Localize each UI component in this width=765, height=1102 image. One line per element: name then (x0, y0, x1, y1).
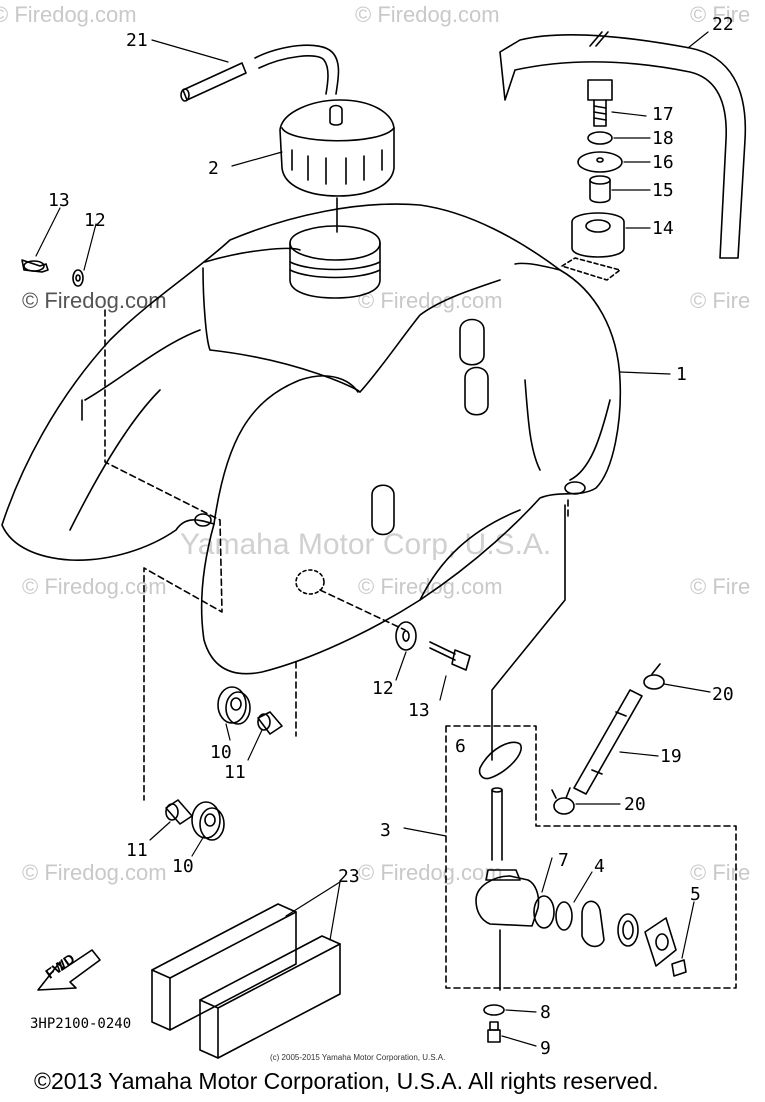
sponges (151, 903, 341, 1059)
watermark: © Fire (690, 574, 751, 599)
fuel-cap (279, 99, 395, 197)
fwd-arrow-icon (37, 949, 101, 991)
strainer (478, 741, 522, 780)
watermark: © Fire (690, 860, 751, 885)
callout-5: 5 (690, 884, 701, 905)
watermark: © Firedog.com (358, 574, 503, 599)
watermark: © Firedog.com (358, 860, 503, 885)
callout-11: 11 (126, 840, 148, 861)
callout-leaders (35, 31, 711, 1047)
callout-20: 20 (712, 684, 734, 705)
fuel-cock (475, 787, 687, 991)
callout-15: 15 (652, 180, 674, 201)
drain-washer-screw (483, 1004, 505, 1043)
fuel-hose-clips (551, 663, 665, 815)
callout-22: 22 (712, 14, 734, 35)
callout-21: 21 (126, 30, 148, 51)
callout-6: 6 (455, 736, 466, 757)
callout-4: 4 (594, 856, 605, 877)
watermark: © Firedog.com (22, 860, 167, 885)
watermark: © Firedog.com (22, 288, 167, 313)
callout-1: 1 (676, 364, 687, 385)
mounting-hardware (561, 79, 625, 281)
watermark: © Firedog.com (355, 2, 500, 27)
small-copyright: (c) 2005-2015 Yamaha Motor Corporation, … (270, 1053, 446, 1062)
callout-13: 13 (408, 700, 430, 721)
callout-7: 7 (558, 850, 569, 871)
callout-23: 23 (338, 866, 360, 887)
callout-8: 8 (540, 1002, 551, 1023)
breather-hose (180, 44, 340, 102)
watermark: © Firedog.com (22, 574, 167, 599)
leader-line (491, 504, 566, 761)
right-bolt-washer (395, 621, 471, 671)
callout-12: 12 (84, 210, 106, 231)
diagram-part-code: 3HP2100-0240 (30, 1016, 132, 1032)
callout-9: 9 (540, 1038, 551, 1059)
watermark: © Fire (690, 288, 751, 313)
callout-10: 10 (172, 856, 194, 877)
dampers-collars (165, 686, 283, 841)
left-bolt-washer (21, 259, 84, 287)
callout-11: 11 (224, 762, 246, 783)
callout-3: 3 (380, 820, 391, 841)
callout-13: 13 (48, 190, 70, 211)
reference-lines (104, 309, 737, 989)
callout-18: 18 (652, 128, 674, 149)
callout-14: 14 (652, 218, 674, 239)
fuel-tank (1, 203, 622, 675)
watermark-center: Yamaha Motor Corp, U.S.A. (180, 528, 552, 561)
callout-16: 16 (652, 152, 674, 173)
callout-20: 20 (624, 794, 646, 815)
callout-2: 2 (208, 158, 219, 179)
footer-copyright: ©2013 Yamaha Motor Corporation, U.S.A. A… (34, 1068, 659, 1094)
callout-19: 19 (660, 746, 682, 767)
watermark: © Fire (690, 2, 751, 27)
callout-17: 17 (652, 104, 674, 125)
watermark: © Firedog.com (0, 2, 137, 27)
callout-10: 10 (210, 742, 232, 763)
callout-12: 12 (372, 678, 394, 699)
tank-strap (499, 31, 747, 259)
